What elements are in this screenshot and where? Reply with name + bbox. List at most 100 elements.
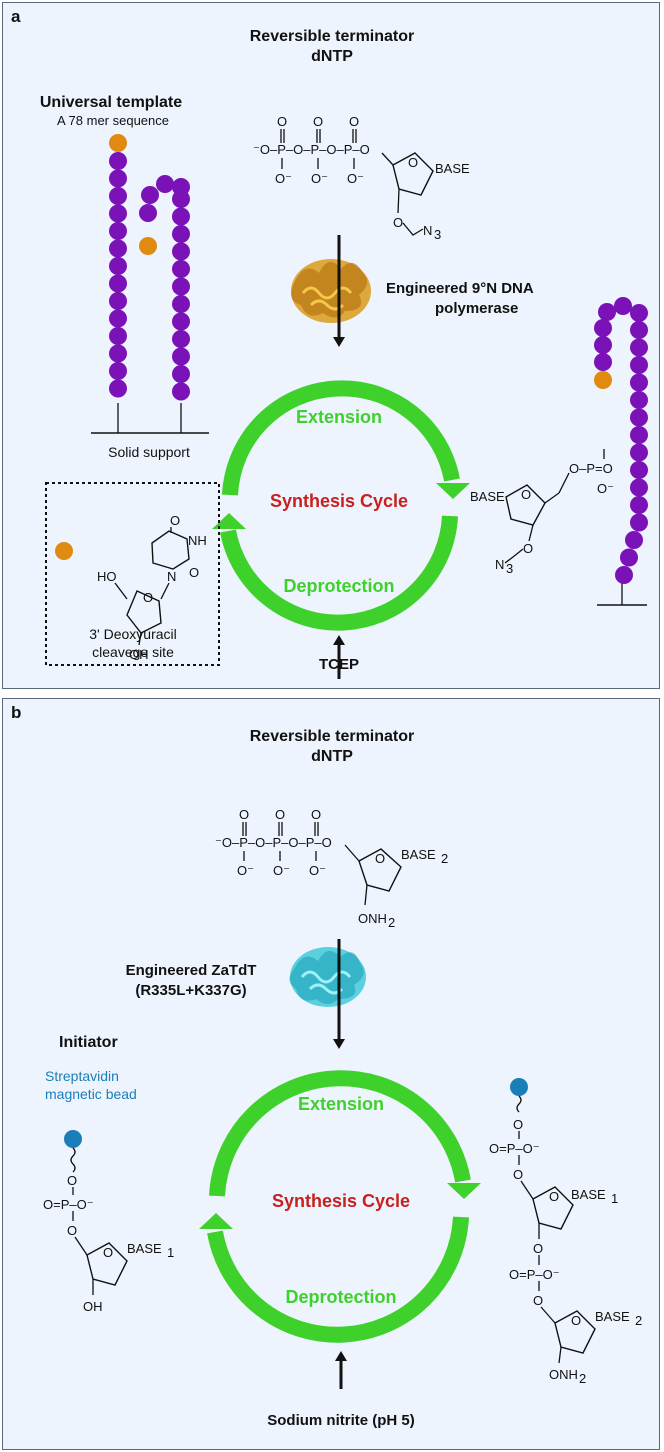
- template-a-bead: [109, 379, 127, 398]
- template-a-bead: [109, 187, 127, 205]
- svg-text:O: O: [393, 215, 403, 230]
- a-product-base: BASE: [470, 489, 505, 504]
- b-terminator-title: Reversible terminator: [250, 728, 415, 745]
- a-cycle-extension: Extension: [296, 407, 382, 427]
- template-a-bead: [172, 382, 190, 401]
- a-deoxyuracil-structure: O NH O N O HO OH: [97, 513, 207, 662]
- a-terminator-title: Reversible terminator: [250, 28, 415, 45]
- a-inset-line2: cleavege site: [92, 644, 174, 660]
- a-inset-nucleotide-bead: [55, 542, 73, 560]
- b-prod-onh2-sub: 2: [579, 1371, 586, 1386]
- product-a-bead: [630, 356, 648, 374]
- a-product-o-minus: O⁻: [597, 481, 614, 496]
- product-a-bead: [630, 496, 648, 514]
- b-onh2: ONH: [358, 911, 387, 926]
- b-o-minus-2: O⁻: [273, 863, 290, 878]
- b-prod-base1: BASE: [571, 1187, 606, 1202]
- b-initiator-structure: O O=P–O⁻ O O BASE 1 OH: [43, 1130, 174, 1314]
- a-dntp-phosphates: ⁻O–P–O–P–O–P–O: [253, 142, 370, 157]
- product-a-bead: [630, 461, 648, 479]
- a-enzyme-line2: polymerase: [435, 300, 518, 317]
- b-base2: BASE: [401, 847, 436, 862]
- product-a-bead: [620, 548, 638, 567]
- a-product-azide-sub: 3: [506, 561, 513, 576]
- a-product-ring-o: O: [521, 487, 531, 502]
- b-base2-sub: 2: [441, 851, 448, 866]
- template-a-bead: [172, 277, 190, 296]
- b-prod-p2: O=P–O⁻: [509, 1267, 560, 1282]
- template-a-bead: [172, 330, 190, 348]
- template-a-bead: [172, 242, 190, 261]
- b-enzyme-line2: (R335L+K337G): [135, 982, 246, 999]
- product-a-bead: [630, 391, 648, 409]
- b-cycle-deprotection: Deprotection: [285, 1287, 396, 1307]
- template-a-bead: [172, 225, 190, 243]
- b-cycle-extension: Extension: [298, 1094, 384, 1114]
- a-ring-o: O: [408, 155, 418, 170]
- product-a-bead: [630, 373, 648, 392]
- product-a-orange-bead: [594, 371, 612, 389]
- template-a-bead: [109, 222, 127, 240]
- a-product-phosphate: O–P=O: [569, 461, 613, 476]
- a-inset-nh: NH: [188, 533, 207, 548]
- svg-text:O: O: [313, 114, 323, 129]
- b-prod-base2: BASE: [595, 1309, 630, 1324]
- panel-b-label: b: [11, 703, 22, 722]
- a-support-label: Solid support: [108, 444, 190, 460]
- panel-a-diagram: Reversible terminator dNTP Universal tem…: [40, 28, 648, 679]
- product-a-bead: [630, 321, 648, 339]
- b-synthesis-cycle: [199, 1070, 481, 1343]
- template-a-bead: [172, 207, 190, 226]
- a-cycle-center: Synthesis Cycle: [270, 491, 408, 511]
- product-a-bead: [630, 408, 648, 427]
- a-product-strand: [594, 297, 648, 605]
- svg-text:O: O: [189, 565, 199, 580]
- svg-text:O: O: [239, 807, 249, 822]
- product-a-bead: [630, 304, 648, 322]
- b-prod-base2-sub: 2: [635, 1313, 642, 1328]
- panel-b: b Reversible terminator dNTP ⁻O–P–O–P–O–…: [2, 698, 660, 1450]
- template-a-bead: [172, 260, 190, 278]
- product-a-bead: [594, 319, 612, 337]
- a-cycle-deprotection: Deprotection: [283, 576, 394, 596]
- template-a-bead: [172, 178, 190, 196]
- template-a-bead: [156, 175, 174, 193]
- b-product-bead: [510, 1078, 528, 1096]
- product-a-bead: [615, 566, 633, 584]
- b-prod-o2: O: [513, 1167, 523, 1182]
- svg-text:O: O: [277, 114, 287, 129]
- b-o-minus-1: O⁻: [237, 863, 254, 878]
- a-enzyme-line1: Engineered 9°N DNA: [386, 280, 534, 297]
- template-a-bead: [109, 257, 127, 275]
- template-a-bead: [141, 186, 159, 204]
- a-template-sub: A 78 mer sequence: [57, 113, 169, 128]
- a-inset-ho: HO: [97, 569, 117, 584]
- b-prod-p1: O=P–O⁻: [489, 1141, 540, 1156]
- b-init-o2: O: [67, 1223, 77, 1238]
- b-enzyme-line1: Engineered ZaTdT: [126, 962, 257, 979]
- b-reagent: Sodium nitrite (pH 5): [267, 1412, 415, 1429]
- product-a-bead: [625, 531, 643, 549]
- a-inset-n: N: [167, 569, 176, 584]
- product-a-bead: [614, 297, 632, 315]
- panel-b-diagram: Reversible terminator dNTP ⁻O–P–O–P–O–P–…: [43, 728, 642, 1429]
- template-a-orange-bead: [109, 134, 127, 152]
- template-a-bead: [172, 347, 190, 366]
- b-product-structure: O O=P–O⁻ O O BASE 1 O O=P–O⁻ O O BASE 2 …: [489, 1078, 642, 1386]
- a-enzyme-icon: [291, 259, 371, 323]
- b-cycle-center: Synthesis Cycle: [272, 1191, 410, 1211]
- b-prod-ring-o1: O: [549, 1189, 559, 1204]
- a-template-title: Universal template: [40, 94, 182, 111]
- template-a-bead: [109, 239, 127, 258]
- b-enzyme-icon: [289, 947, 366, 1007]
- b-bead-line1: Streptavidin: [45, 1068, 119, 1084]
- template-a-bead: [172, 365, 190, 383]
- a-product-azide: N: [495, 557, 504, 572]
- template-a-bead: [139, 204, 157, 222]
- template-a-bead: [109, 152, 127, 170]
- a-inset-line1: 3' Deoxyuracil: [89, 626, 177, 642]
- template-a-bead: [172, 312, 190, 331]
- a-product-o: O: [523, 541, 533, 556]
- product-a-bead: [630, 478, 648, 497]
